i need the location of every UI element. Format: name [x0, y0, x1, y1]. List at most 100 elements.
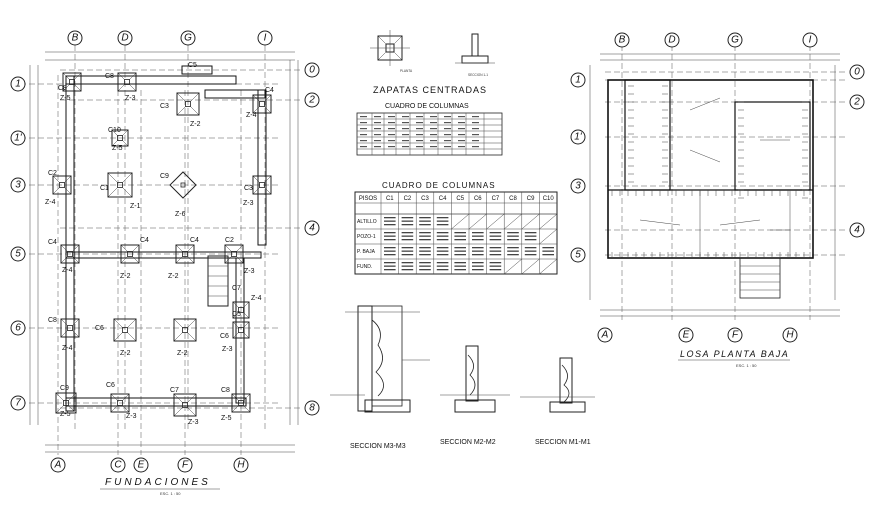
- col-label: C4: [48, 239, 57, 246]
- table-cell-value: [436, 250, 449, 252]
- footing-section-label: SECCION 1-1: [468, 73, 488, 77]
- table-header: PISOS: [359, 196, 377, 202]
- slab-axis-bubble-F: F: [727, 327, 743, 343]
- col-label: C2: [225, 237, 234, 244]
- table-row-label: FUND.: [357, 264, 372, 270]
- slab-axis-bubble-I: I: [802, 32, 818, 48]
- table-cell-value: [419, 265, 431, 267]
- col-label: C8: [48, 317, 57, 324]
- table-cell-value: [436, 247, 449, 249]
- col-label: C2: [48, 170, 57, 177]
- small-table-value: [374, 116, 381, 118]
- table-row-label: P. BAJA: [357, 249, 376, 255]
- small-table-value: [430, 128, 437, 130]
- small-table-value: [416, 140, 423, 142]
- svg-text:G: G: [731, 35, 739, 46]
- small-table-value: [388, 134, 395, 136]
- axis-bubble-B: B: [67, 30, 83, 46]
- footing-label: Z-2: [190, 121, 201, 128]
- foundation-plan-title: FUNDACIONES: [105, 477, 211, 488]
- svg-text:4: 4: [309, 223, 315, 234]
- footing: [107, 172, 133, 198]
- table-cell-value: [384, 239, 396, 241]
- small-table-value: [360, 116, 367, 118]
- footing-plan-label: PLANTA: [400, 69, 413, 73]
- footing-group: [52, 72, 272, 417]
- table-cell-value: [524, 254, 537, 256]
- slab-axis-bubble-H: H: [782, 327, 798, 343]
- table-cell-value: [489, 232, 502, 234]
- table-cell-value: [454, 247, 466, 249]
- col-label: C8: [105, 73, 114, 80]
- small-table-value: [472, 116, 479, 118]
- small-table-value: [444, 140, 451, 142]
- table-cell-value: [436, 254, 449, 256]
- footing: [232, 301, 250, 319]
- table-cell-value: [489, 269, 502, 271]
- table-empty-cell: [521, 258, 540, 275]
- table-cell-value: [542, 247, 554, 249]
- axis-bubble-E: E: [133, 457, 149, 473]
- table-cell-value: [489, 250, 502, 252]
- column-table-small: CUADRO DE COLUMNAS: [356, 103, 503, 156]
- table-cell-value: [384, 235, 396, 237]
- small-table-value: [444, 134, 451, 136]
- table-cell-value: [384, 265, 396, 267]
- table-cell-value: [436, 220, 449, 222]
- table-cell-value: [436, 265, 449, 267]
- footing-label: Z-4: [62, 267, 73, 274]
- table-cell-value: [542, 254, 554, 256]
- small-table-value: [416, 134, 423, 136]
- axis-bubble-1: 1: [10, 76, 26, 92]
- svg-text:6: 6: [15, 323, 21, 334]
- slab-plan: B D G I A E F H 1 1' 3 5 0 2 4 LOSA PLAN…: [570, 32, 865, 368]
- axis-bubble-A: A: [50, 457, 66, 473]
- small-table-value: [374, 146, 381, 148]
- table-cell-value: [419, 224, 431, 226]
- footing-detail: PLANTA SECCION 1-1 ZAPATAS CENTRADAS: [370, 30, 495, 95]
- table-cell-value: [472, 235, 484, 237]
- table-cell-value: [454, 262, 466, 264]
- table-cell-value: [384, 250, 396, 252]
- footing-label: Z-4: [246, 112, 257, 119]
- footing-label: Z-2: [120, 350, 131, 357]
- span-arrow: [689, 97, 721, 111]
- small-table-value: [388, 128, 395, 130]
- table-cell-value: [401, 247, 414, 249]
- small-table-value: [472, 134, 479, 136]
- footing-label: Z-5: [112, 145, 123, 152]
- footing-label: Z-2: [168, 273, 179, 280]
- footing-label: Z-3: [126, 413, 137, 420]
- col-label: C4: [190, 237, 199, 244]
- axis-bubble-7: 7: [10, 395, 26, 411]
- footings-title: ZAPATAS CENTRADAS: [373, 85, 487, 95]
- table-header: C3: [421, 196, 429, 202]
- footing-label: Z-3: [125, 95, 136, 102]
- table-cell-value: [489, 239, 502, 241]
- table-cell-value: [454, 235, 466, 237]
- svg-text:E: E: [138, 460, 145, 471]
- table-cell-value: [489, 235, 502, 237]
- small-table-value: [402, 134, 409, 136]
- table-cell-value: [419, 247, 431, 249]
- table-cell-value: [384, 269, 396, 271]
- footing: [117, 72, 137, 92]
- axis-bubble-C: C: [110, 457, 126, 473]
- table-empty-cell: [539, 213, 558, 230]
- col-label: C3: [160, 103, 169, 110]
- foundation-plan: C8 C8 C5 C3 C4 C10 C1 C9 C2 C3 C4 C4 C4 …: [10, 30, 320, 496]
- table-cell-value: [436, 235, 449, 237]
- small-table-value: [472, 140, 479, 142]
- footing: [176, 92, 200, 116]
- slab-axis-bubble-B: B: [614, 32, 630, 48]
- col-label: C7: [170, 387, 179, 394]
- table-empty-cell: [486, 213, 505, 230]
- footing-label: Z-3: [188, 419, 199, 426]
- table-cell-value: [524, 232, 537, 234]
- footing-label: Z-5: [60, 411, 71, 418]
- table-cell-value: [454, 239, 466, 241]
- table-cell-value: [419, 269, 431, 271]
- axis-bubble-2: 2: [304, 92, 320, 108]
